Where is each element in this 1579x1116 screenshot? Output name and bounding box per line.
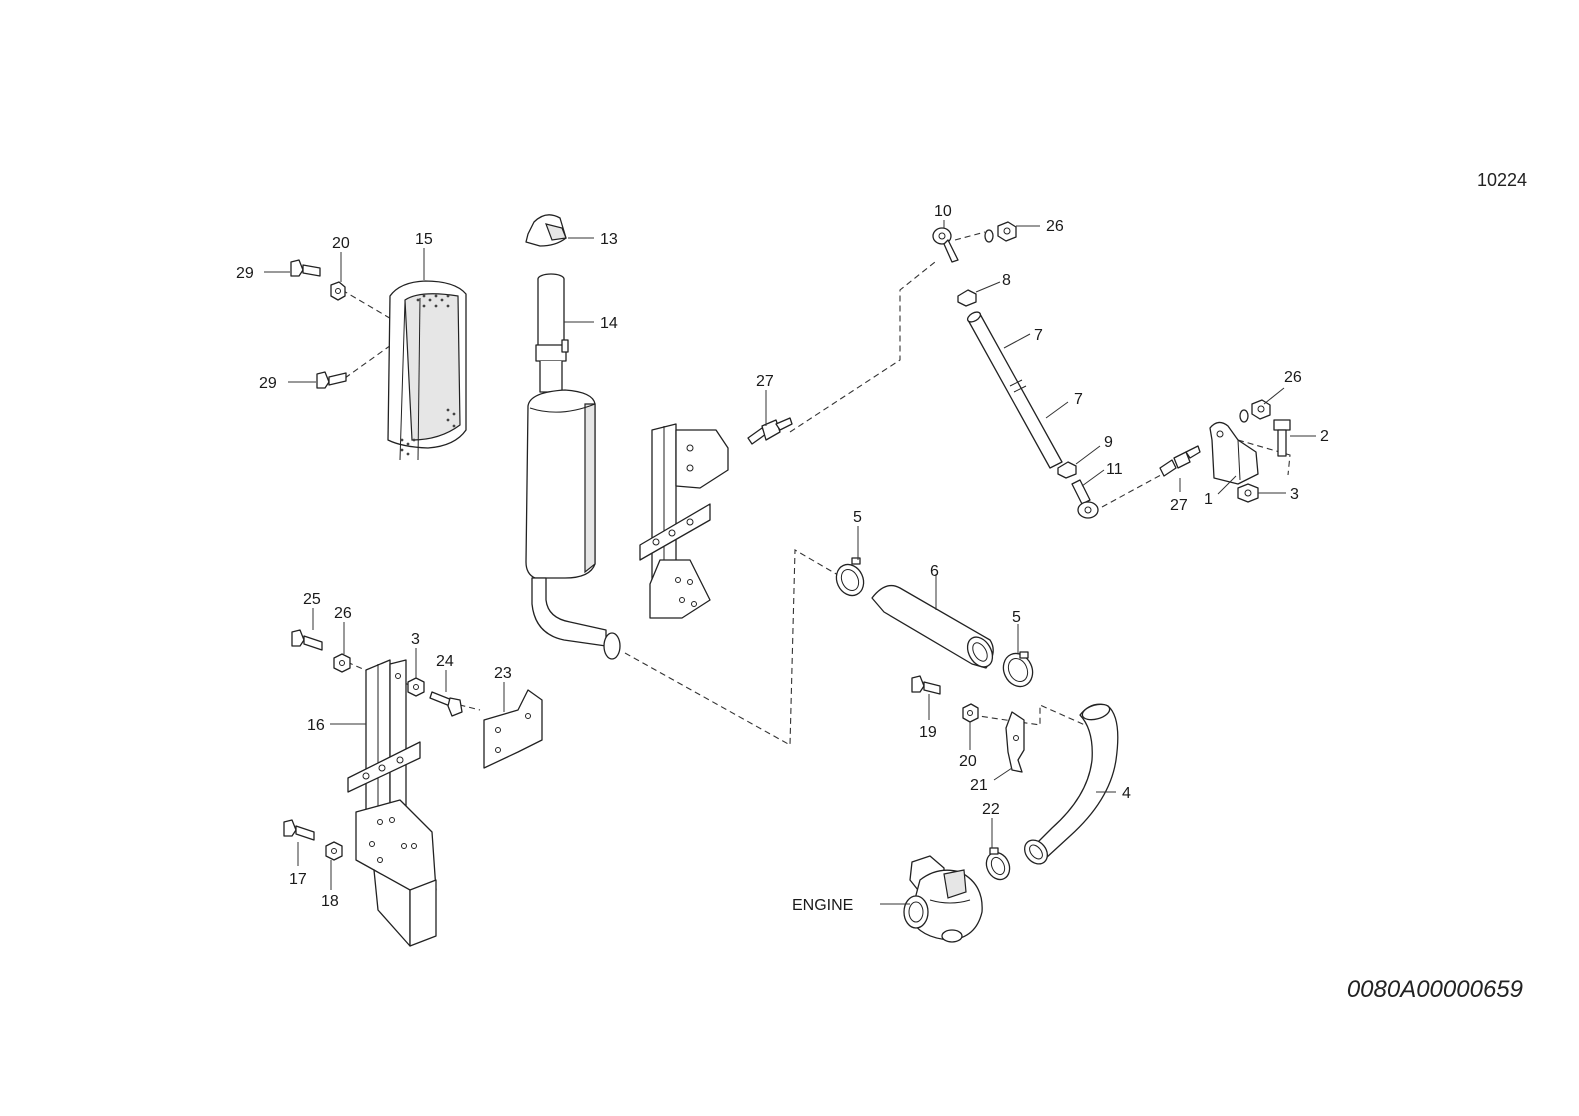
bracket-part-1: [1209, 421, 1259, 485]
callout-3: 3: [411, 631, 420, 648]
callout-27: 27: [1170, 497, 1188, 514]
callout-21: 21: [970, 777, 988, 794]
nut-part-26-top: [997, 221, 1017, 242]
callout-4: 4: [1122, 785, 1131, 802]
hose-part-6: [871, 584, 994, 669]
support-bracket-upper: [639, 423, 729, 619]
perforation-holes: [400, 294, 456, 456]
callout-9: 9: [1104, 434, 1113, 451]
callout-2: 2: [1320, 428, 1329, 445]
bolt-part-25: [291, 629, 323, 651]
bolt-part-19: [911, 675, 941, 695]
tube-part-7: [966, 311, 1063, 469]
drawing-id: 0080A00000659: [1346, 976, 1523, 1003]
callout-13: 13: [600, 231, 618, 248]
clamp-part-5-right: [1002, 651, 1034, 688]
nut-part-18: [325, 841, 343, 861]
callout-3: 3: [1290, 486, 1299, 503]
stud-part-27-left: [747, 417, 793, 445]
callout-18: 18: [321, 893, 339, 910]
callout-20: 20: [959, 753, 977, 770]
nut-part-9: [1057, 461, 1077, 479]
callout-7: 7: [1034, 327, 1043, 344]
nut-part-26-right: [1251, 399, 1271, 420]
pipe-part-4: [1024, 703, 1119, 865]
callout-25: 25: [303, 591, 321, 608]
leader-lines: [264, 220, 1316, 905]
engine-turbocharger: [903, 855, 983, 943]
callout-19: 19: [919, 724, 937, 741]
heat-shield-part-15: [387, 280, 467, 461]
nut-part-26-lower: [333, 653, 351, 673]
nut-part-3-right: [1237, 483, 1259, 503]
callout-7: 7: [1074, 391, 1083, 408]
callout-labels: 29 29 20 15 13 14 27 10 26 8 7 7 9 11 26…: [236, 203, 1329, 914]
clamp-part-22: [985, 847, 1011, 881]
callout-22: 22: [982, 801, 1000, 818]
callout-5: 5: [1012, 609, 1021, 626]
rain-cap-part-13: [525, 214, 567, 247]
bracket-part-21: [1005, 711, 1025, 773]
callout-11: 11: [1106, 461, 1123, 478]
sheet-code: 10224: [1476, 170, 1527, 190]
callout-29: 29: [236, 265, 254, 282]
callout-14: 14: [600, 315, 618, 332]
callout-24: 24: [436, 653, 454, 670]
callout-5: 5: [853, 509, 862, 526]
washer-part-26-top: [984, 229, 994, 243]
stud-part-27-right: [1159, 445, 1201, 477]
bracket-part-23: [483, 689, 543, 769]
nut-part-20-upper: [330, 281, 346, 301]
callout-6: 6: [930, 563, 939, 580]
support-bracket-part-16: [347, 659, 437, 947]
callout-15: 15: [415, 231, 433, 248]
assembly-lines: [337, 231, 1291, 746]
nut-part-8: [957, 289, 977, 307]
callout-17: 17: [289, 871, 307, 888]
callout-1: 1: [1204, 491, 1213, 508]
rod-end-part-10: [932, 227, 959, 263]
callout-8: 8: [1002, 272, 1011, 289]
callout-26: 26: [1046, 218, 1064, 235]
washer-part-26-right: [1239, 409, 1249, 423]
callout-26: 26: [1284, 369, 1302, 386]
callout-29: 29: [259, 375, 277, 392]
nut-part-20-lower: [962, 703, 979, 723]
callout-engine: ENGINE: [792, 897, 853, 914]
clamp-part-5-left: [835, 557, 865, 597]
muffler-part-14: [525, 273, 621, 660]
callout-27: 27: [756, 373, 774, 390]
callout-23: 23: [494, 665, 512, 682]
bolt-part-17: [283, 819, 315, 841]
callout-20: 20: [332, 235, 350, 252]
bolt-part-24: [429, 691, 463, 717]
bolt-part-29-upper: [290, 259, 321, 277]
nut-part-3-lower: [407, 677, 425, 697]
callout-10: 10: [934, 203, 952, 220]
bolt-part-2: [1273, 419, 1291, 457]
callout-26: 26: [334, 605, 352, 622]
rod-end-part-11: [1071, 479, 1099, 519]
callout-16: 16: [307, 717, 325, 734]
bolt-part-29-lower: [316, 371, 347, 389]
